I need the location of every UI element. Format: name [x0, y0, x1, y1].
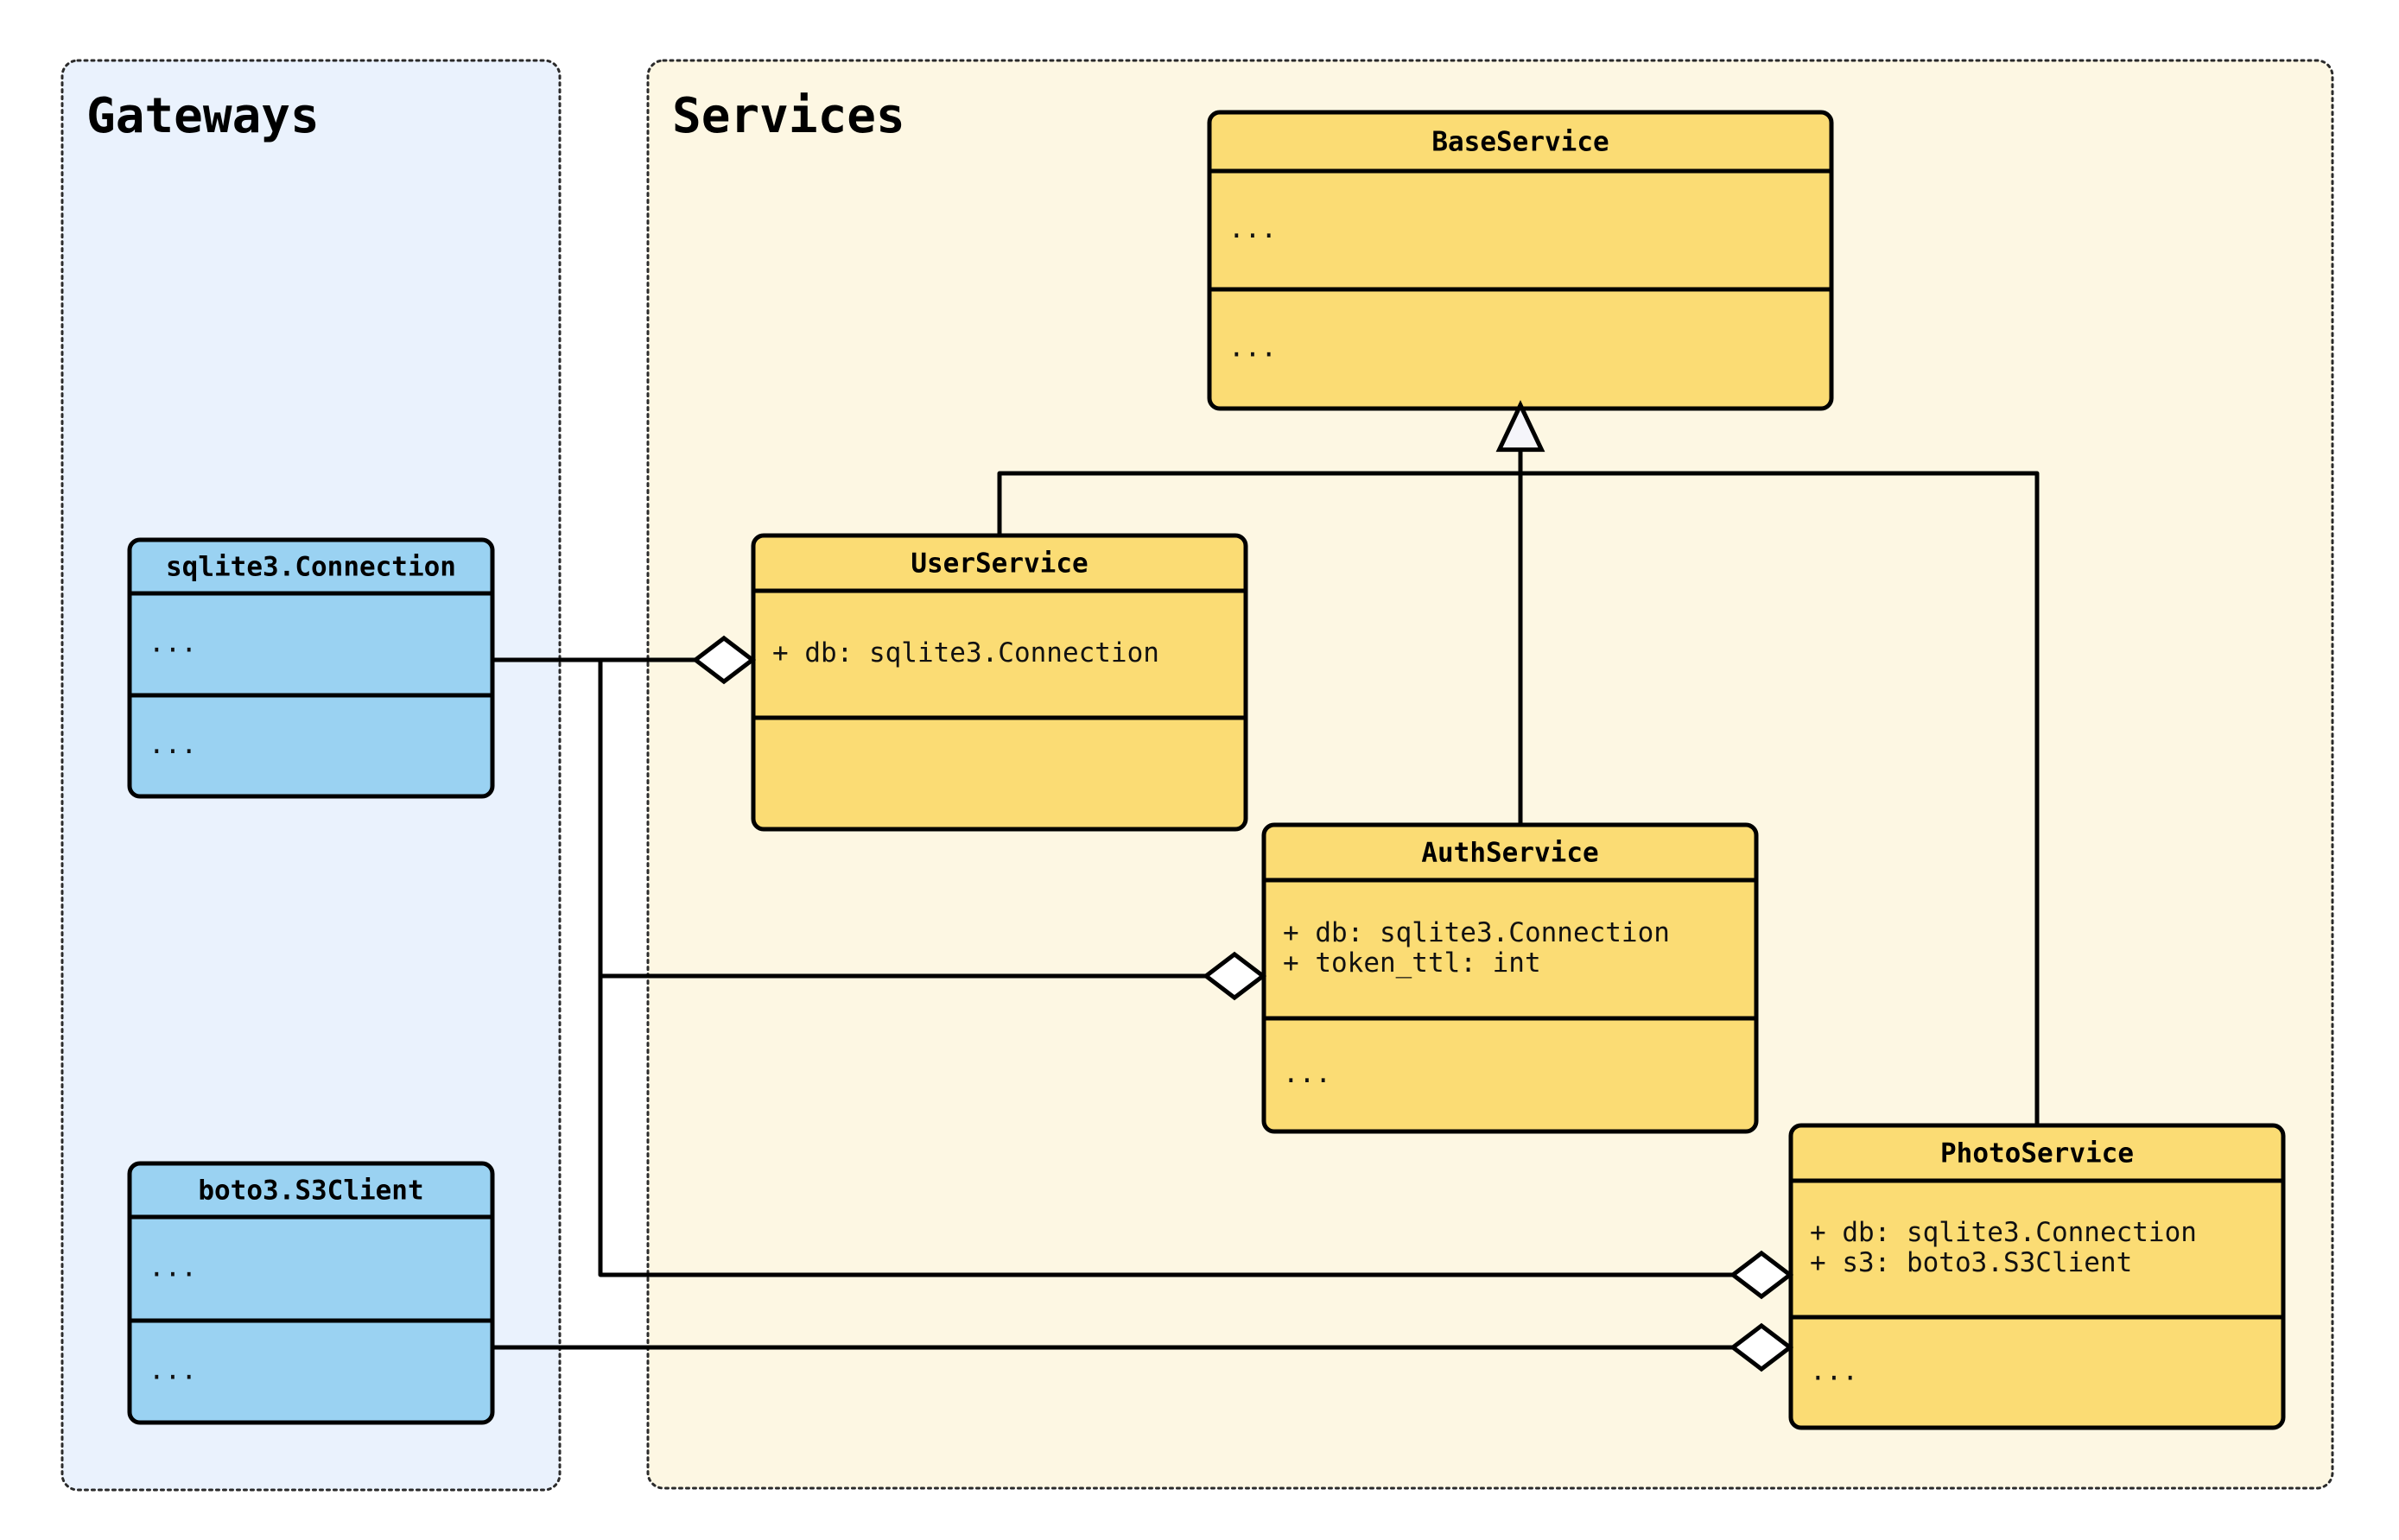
class-attribute-boto3-s3client-0: ... [149, 1252, 197, 1283]
class-box-userservice[interactable]: UserService + db: sqlite3.Connection [751, 533, 1248, 832]
class-attribute-photoservice-1: + s3: boto3.S3Client [1810, 1247, 2132, 1278]
class-body-boto3-s3client [127, 1161, 495, 1425]
class-method-authservice-0: ... [1283, 1058, 1331, 1089]
aggregation-diamond-dia-photoservice-s3 [1729, 1322, 1794, 1372]
marker-layer [691, 400, 1794, 1372]
class-body-authservice [1261, 822, 1759, 1134]
class-name-userservice: UserService [911, 548, 1088, 580]
aggregation-diamond-dia-photoservice-db [1729, 1250, 1794, 1300]
package-title-services: Services [672, 88, 905, 144]
class-attribute-sqlite3-connection-0: ... [149, 628, 197, 659]
class-name-authservice: AuthService [1421, 838, 1598, 869]
class-attribute-photoservice-0: + db: sqlite3.Connection [1810, 1217, 2197, 1248]
class-box-baseservice[interactable]: BaseService...... [1207, 110, 1834, 411]
inheritance-triangle-tri-baseservice [1495, 400, 1545, 453]
aggregation-diamond-dia-userservice [691, 635, 757, 685]
class-name-sqlite3-connection: sqlite3.Connection [166, 552, 456, 583]
class-attribute-baseservice-0: ... [1228, 213, 1277, 244]
class-body-sqlite3-connection [127, 537, 495, 799]
class-attribute-authservice-1: + token_ttl: int [1283, 947, 1541, 979]
aggregation-diamond-dia-authservice [1202, 951, 1267, 1001]
package-title-gateways: Gateways [86, 88, 320, 144]
relation-photoservice-extends-baseservice [1518, 434, 2040, 1125]
class-method-photoservice-0: ... [1810, 1356, 1858, 1387]
class-name-boto3-s3client: boto3.S3Client [198, 1176, 423, 1207]
class-method-sqlite3-connection-0: ... [149, 729, 197, 760]
class-body-userservice [751, 533, 1248, 832]
class-box-boto3-s3client[interactable]: boto3.S3Client...... [127, 1161, 495, 1425]
class-box-authservice[interactable]: AuthService + db: sqlite3.Connection+ tok… [1261, 822, 1759, 1134]
class-method-boto3-s3client-0: ... [149, 1355, 197, 1386]
class-layer: sqlite3.Connection......boto3.S3Client..… [127, 110, 2286, 1430]
class-method-baseservice-0: ... [1228, 333, 1277, 364]
class-attribute-authservice-0: + db: sqlite3.Connection [1283, 917, 1670, 948]
class-box-sqlite3-connection[interactable]: sqlite3.Connection...... [127, 537, 495, 799]
class-attribute-userservice-0: + db: sqlite3.Connection [772, 637, 1159, 669]
class-name-baseservice: BaseService [1431, 127, 1609, 158]
class-name-photoservice: PhotoService [1940, 1138, 2134, 1169]
relation-layer [492, 434, 2040, 1350]
relation-photoservice-aggregates-connection [492, 657, 1791, 1277]
class-box-photoservice[interactable]: PhotoService + db: sqlite3.Connection+ s3… [1788, 1123, 2286, 1430]
